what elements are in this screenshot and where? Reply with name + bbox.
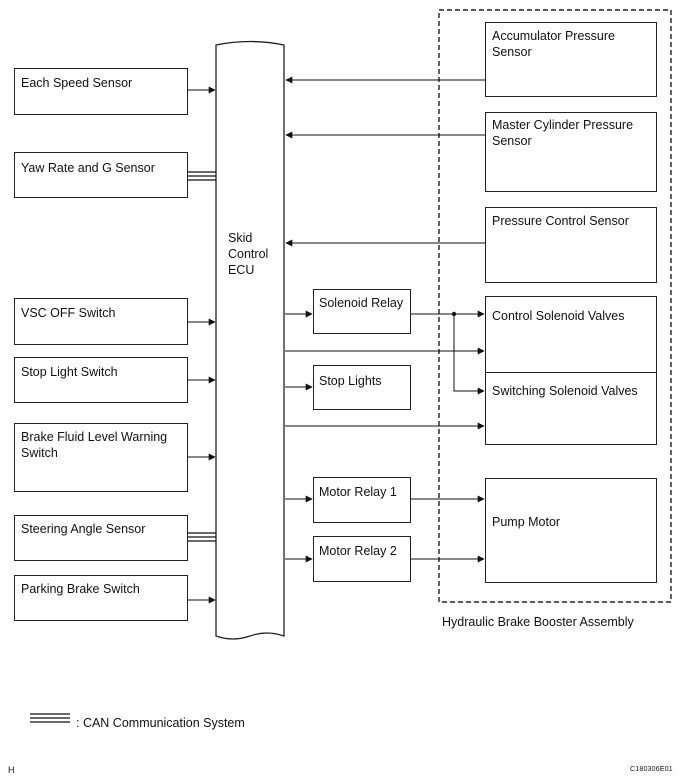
each-speed-sensor-label: Each Speed Sensor (21, 76, 133, 90)
assembly-dashed-border (438, 9, 672, 603)
steering-angle-sensor-label: Steering Angle Sensor (21, 522, 146, 536)
ecu-outline (215, 40, 285, 640)
switching-solenoid-valves-box: Switching Solenoid Valves (485, 372, 657, 445)
pump-motor-label: Pump Motor (492, 515, 561, 529)
stop-lights-box: Stop Lights (313, 365, 411, 410)
stop-light-switch-box: Stop Light Switch (14, 357, 188, 403)
yaw-rate-sensor-label: Yaw Rate and G Sensor (21, 161, 155, 175)
switching-solenoid-valves-label: Switching Solenoid Valves (492, 384, 638, 398)
motor-relay-2-label: Motor Relay 2 (319, 544, 397, 558)
motor-relay-2-box: Motor Relay 2 (313, 536, 411, 582)
pump-motor-box: Pump Motor (485, 478, 657, 583)
pressure-control-sensor-box: Pressure Control Sensor (485, 207, 657, 283)
arrow-solenoid-relay-to-switching-valves (453, 314, 485, 395)
brake-fluid-switch-box: Brake Fluid Level Warning Switch (14, 423, 188, 492)
ecu-label: Skid Control ECU (228, 231, 269, 277)
motor-relay-1-box: Motor Relay 1 (313, 477, 411, 523)
assembly-title: Hydraulic Brake Booster Assembly (442, 615, 634, 629)
vsc-off-switch-box: VSC OFF Switch (14, 298, 188, 345)
junction-dot (451, 311, 457, 317)
each-speed-sensor-box: Each Speed Sensor (14, 68, 188, 115)
master-cylinder-sensor-box: Master Cylinder Pressure Sensor (485, 112, 657, 192)
vsc-off-switch-label: VSC OFF Switch (21, 306, 116, 320)
solenoid-relay-box: Solenoid Relay (313, 289, 411, 334)
brake-fluid-switch-label: Brake Fluid Level Warning Switch (21, 430, 168, 460)
accumulator-pressure-sensor-label: Accumulator Pressure Sensor (492, 29, 615, 59)
motor-relay-1-label: Motor Relay 1 (319, 485, 397, 499)
control-solenoid-valves-box: Control Solenoid Valves (485, 296, 657, 373)
legend-can-label: : CAN Communication System (76, 716, 245, 730)
stop-lights-label: Stop Lights (319, 374, 382, 388)
master-cylinder-sensor-label: Master Cylinder Pressure Sensor (492, 118, 634, 148)
footer-left-code: H (8, 765, 15, 775)
accumulator-pressure-sensor-box: Accumulator Pressure Sensor (485, 22, 657, 97)
pressure-control-sensor-label: Pressure Control Sensor (492, 214, 629, 228)
steering-angle-sensor-box: Steering Angle Sensor (14, 515, 188, 561)
stop-light-switch-label: Stop Light Switch (21, 365, 118, 379)
footer-right-code: C180306E01 (630, 766, 673, 773)
control-solenoid-valves-label: Control Solenoid Valves (492, 309, 625, 323)
yaw-rate-sensor-box: Yaw Rate and G Sensor (14, 152, 188, 198)
solenoid-relay-label: Solenoid Relay (319, 296, 404, 310)
parking-brake-switch-box: Parking Brake Switch (14, 575, 188, 621)
parking-brake-switch-label: Parking Brake Switch (21, 582, 140, 596)
